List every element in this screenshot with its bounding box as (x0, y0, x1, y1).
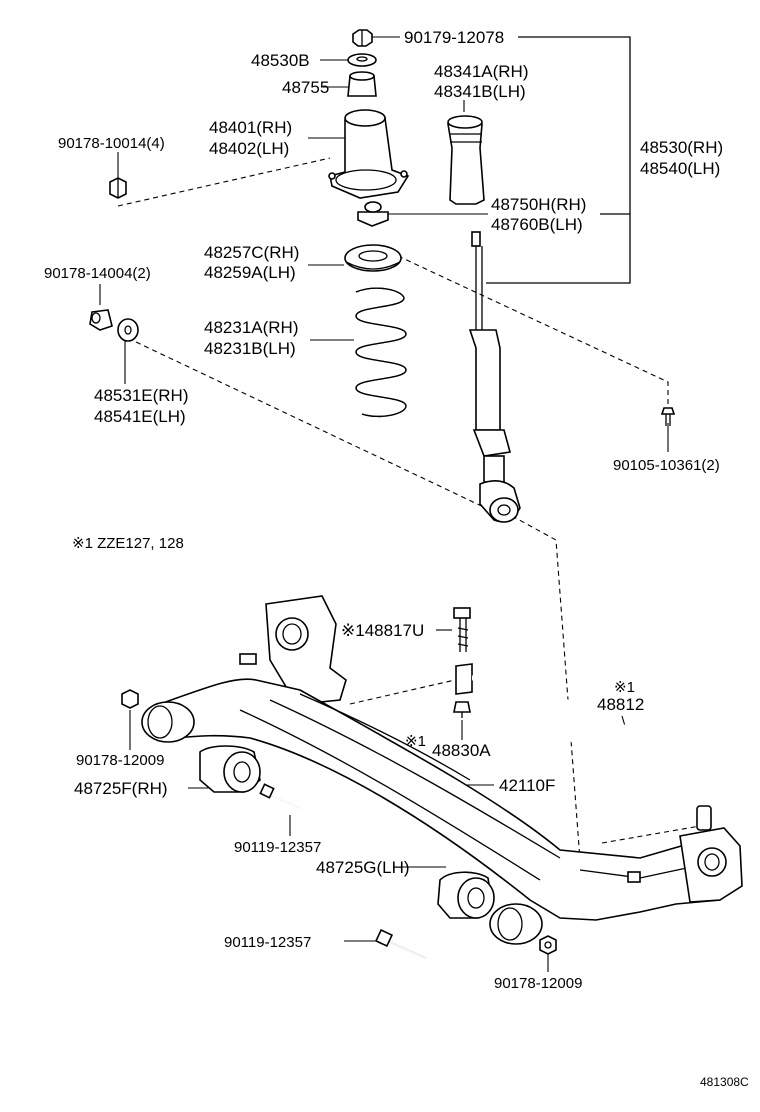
bushing-48725f-rh (199, 745, 261, 793)
cushion-48755 (347, 71, 377, 97)
washer-48530b (347, 53, 377, 67)
bolt-90119-12357-lower (374, 928, 427, 959)
leader-lines (99, 36, 669, 972)
nut-90178-12009-right (539, 935, 557, 955)
nut-90178-12009-left (121, 689, 139, 709)
label-48725g-lh: 48725G(LH) (316, 858, 410, 877)
label-48755: 48755 (282, 78, 329, 97)
bushing-48725g-lh (437, 871, 495, 919)
label-48760b-lh: 48760B(LH) (491, 215, 583, 234)
bump-stopper-48341 (447, 115, 485, 205)
spring-bumper-48750h (357, 201, 389, 227)
label-90105-10361: 90105-10361(2) (613, 457, 720, 474)
spring-insulator-48257c (344, 244, 402, 272)
nut-90179-12078 (352, 29, 373, 47)
washer-48531e (117, 318, 139, 342)
label-48530-rh: 48530(RH) (640, 138, 723, 157)
suspension-support-48401 (328, 109, 410, 199)
label-48231a-rh: 48231A(RH) (204, 318, 299, 337)
note-zze127-128: ※1 ZZE127, 128 (72, 535, 184, 552)
label-90178-10014: 90178-10014(4) (58, 135, 165, 152)
label-48725f-rh: 48725F(RH) (74, 779, 168, 798)
bolt-48817u (453, 607, 471, 652)
catalog-code: 481308C (700, 1075, 749, 1089)
label-48402-lh: 48402(LH) (209, 139, 289, 158)
bush-48830a (453, 701, 471, 718)
label-48830a: 48830A (432, 741, 491, 760)
stabilizer-bar-48812 (455, 663, 712, 831)
label-48817u: ※148817U (341, 621, 424, 640)
shock-absorber (468, 231, 521, 523)
bolt-90119-12357-upper (259, 783, 301, 809)
label-90179-12078: 90179-12078 (404, 28, 504, 47)
nut-90178-14004 (89, 309, 113, 331)
label-90178-12009-right: 90178-12009 (494, 975, 582, 992)
label-42110f: 42110F (499, 776, 555, 795)
label-48750h-rh: 48750H(RH) (491, 195, 586, 214)
label-48531e-rh: 48531E(RH) (94, 386, 189, 405)
bolt-90105-10361 (660, 407, 676, 426)
label-48341a-rh: 48341A(RH) (434, 62, 529, 81)
label-48541e-lh: 48541E(LH) (94, 407, 186, 426)
nut-90178-10014 (109, 177, 127, 199)
label-48830a-mark: ※1 (405, 733, 426, 750)
label-48540-lh: 48540(LH) (640, 159, 720, 178)
rear-axle-beam-42110f (141, 595, 743, 945)
label-90119-12357-lower: 90119-12357 (224, 934, 311, 951)
label-48812-mark: ※1 (614, 679, 635, 696)
label-90119-12357-upper: 90119-12357 (234, 839, 321, 856)
label-48231b-lh: 48231B(LH) (204, 339, 296, 358)
label-48341b-lh: 48341B(LH) (434, 82, 526, 101)
coil-spring-48231a (355, 287, 407, 418)
label-48257c-rh: 48257C(RH) (204, 243, 299, 262)
label-90178-14004: 90178-14004(2) (44, 265, 151, 282)
label-48530b: 48530B (251, 51, 310, 70)
label-48401-rh: 48401(RH) (209, 118, 292, 137)
label-90178-12009-left: 90178-12009 (76, 752, 164, 769)
dashed-alignment-lines (117, 157, 701, 861)
label-48259a-lh: 48259A(LH) (204, 263, 296, 282)
label-48812: 48812 (597, 695, 644, 714)
